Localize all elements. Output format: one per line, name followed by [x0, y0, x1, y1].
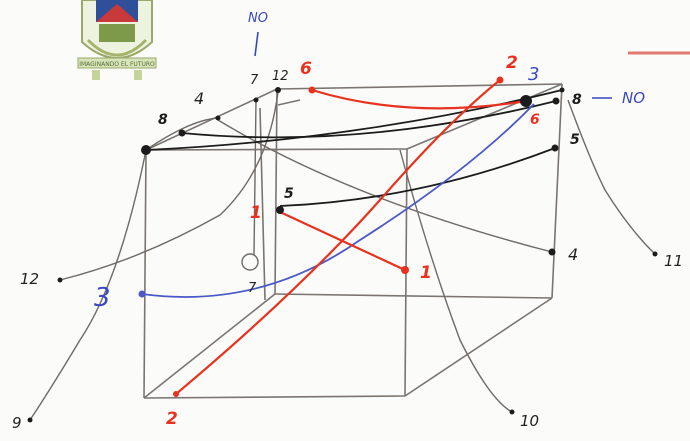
label-12-top: 12	[272, 69, 289, 84]
label-red-1-right: 1	[420, 263, 432, 283]
label-red-2-top: 2	[506, 53, 518, 73]
logo-motto: IMAGINANDO EL FUTURO	[79, 61, 155, 68]
label-5-right: 5	[570, 132, 580, 148]
label-5-inner: 5	[284, 186, 294, 202]
label-8-right: 8	[572, 92, 582, 108]
terminals	[27, 76, 658, 423]
label-9: 9	[12, 414, 22, 432]
black-wires	[145, 89, 563, 207]
arrow-no-top	[254, 31, 259, 57]
label-7-mid: 7	[248, 281, 257, 296]
label-4-right: 4	[568, 245, 578, 264]
university-logo: IMAGINANDO EL FUTURO	[77, 0, 157, 80]
label-red-1-left: 1	[250, 203, 262, 223]
label-blue-3-top: 3	[528, 64, 539, 85]
label-7-top: 7	[250, 73, 259, 88]
label-blue-3-left: 3	[94, 283, 111, 313]
label-12-left: 12	[20, 270, 39, 288]
label-red-6-top: 6	[300, 59, 312, 79]
label-4-top: 4	[194, 89, 204, 108]
label-no-right: NO	[622, 89, 645, 107]
label-red-6-right: 6	[530, 112, 540, 128]
pencil-wires	[29, 91, 656, 421]
blue-wire	[141, 103, 535, 298]
label-10: 10	[520, 412, 539, 430]
label-red-2-bottom: 2	[166, 409, 178, 429]
label-no-top: NO	[248, 11, 268, 26]
red-wires	[175, 79, 527, 395]
label-11: 11	[664, 252, 683, 270]
label-8-left: 8	[158, 112, 168, 128]
